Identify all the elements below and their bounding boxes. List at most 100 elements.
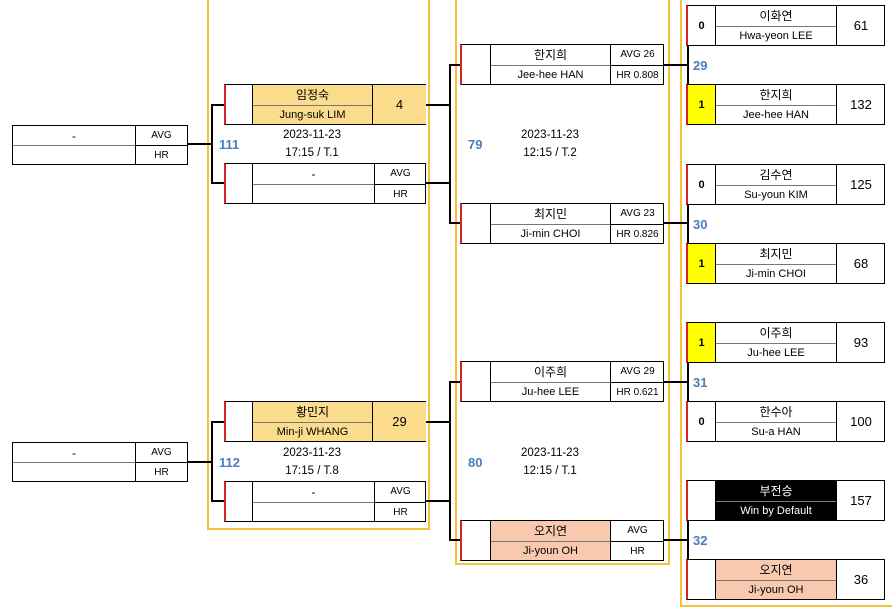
player-name-cell: 이주희 Ju-hee LEE [490,362,610,401]
player-name-ko: 한수아 [716,402,836,423]
stat-cell: AVG 29 HR 0.621 [610,362,664,401]
player-name-ko: 한지희 [491,45,610,66]
round4-player-card[interactable]: 부전승 Win by Default 157 [686,480,885,521]
connector [425,421,451,423]
stat-cell: AVG 23 HR 0.826 [610,204,664,243]
seed-number: 93 [836,323,885,362]
connector [687,184,689,264]
stat-cell: AVG HR [374,164,426,203]
player-name-ko: 한지희 [716,85,836,106]
player-name-ko: 이주희 [491,362,610,383]
result-flag: 0 [688,165,716,204]
stat-cell: AVG 26 HR 0.808 [610,45,664,84]
player-name-en: Ji-youn OH [522,545,579,558]
player-name-cell: - [13,126,135,164]
round2-bottom-player-card[interactable]: - AVG HR [224,163,426,204]
player-name-cell: - [252,164,374,203]
player-name-en [253,185,374,205]
match-number: 30 [693,217,708,232]
round4-player-card[interactable]: 0 이화연 Hwa-yeon LEE 61 [686,5,885,46]
bye-label-en: Win by Default [740,505,812,518]
round4-column-frame [680,0,892,607]
player-name-en: Hwa-yeon LEE [739,30,813,43]
player-name-ko: 최지민 [716,244,836,265]
player-name-ko: 김수연 [716,165,836,186]
match-number: 80 [468,455,483,470]
hr-label: HR [630,545,645,557]
match-info: 2023-11-23 12:15 / T.1 [500,444,600,480]
player-name-en: Ju-hee LEE [747,347,805,360]
connector [425,182,451,184]
seed-number: 132 [836,85,885,124]
player-name-ko: 오지연 [491,521,610,542]
round2-top-player-card[interactable]: 황민지 Min-ji WHANG 29 [224,401,426,442]
connector [687,500,689,580]
connector [425,104,451,106]
player-name-ko: 이주희 [716,323,836,344]
connector [211,421,213,502]
round1-player-card[interactable]: - AVG HR [12,125,188,165]
player-name-cell: 임정숙 Jung-suk LIM [252,85,372,124]
player-name-cell: 한지희 Jee-hee HAN [716,85,836,124]
round1-player-card[interactable]: - AVG HR [12,442,188,482]
player-name-en: Min-ji WHANG [276,426,349,439]
match-date: 2023-11-23 [521,447,579,459]
player-name-en: Ji-min CHOI [520,228,581,241]
player-avg: AVG 29 [611,362,664,383]
match-date: 2023-11-23 [521,129,579,141]
result-flag: 1 [688,244,716,283]
player-name-en: Jee-hee HAN [517,69,584,82]
round3-bottom-player-card[interactable]: 오지연 Ji-youn OH AVG HR [460,520,664,561]
player-name-en: Jee-hee HAN [742,109,810,122]
round4-player-card[interactable]: 오지연 Ji-youn OH 36 [686,559,885,600]
round3-bottom-player-card[interactable]: 최지민 Ji-min CHOI AVG 23 HR 0.826 [460,203,664,244]
player-name-cell: - [252,482,374,521]
match-time-table: 12:15 / T.1 [523,465,577,477]
round4-player-card[interactable]: 0 한수아 Su-a HAN 100 [686,401,885,442]
seed-number: 157 [836,481,885,520]
player-name-cell: 오지연 Ji-youn OH [716,560,836,599]
player-name-cell: 황민지 Min-ji WHANG [252,402,372,441]
player-name-en: Jung-suk LIM [279,109,346,122]
round4-player-card[interactable]: 1 한지희 Jee-hee HAN 132 [686,84,885,125]
connector [663,64,688,66]
avg-label: AVG [375,164,426,185]
round3-top-player-card[interactable]: 한지희 Jee-hee HAN AVG 26 HR 0.808 [460,44,664,85]
seed-number: 29 [372,402,426,441]
player-hr: HR 0.826 [616,228,659,240]
connector [211,104,225,106]
hr-label: HR [393,188,408,200]
player-name-en [253,503,374,523]
round4-player-card[interactable]: 1 최지민 Ji-min CHOI 68 [686,243,885,284]
result-flag [688,560,716,599]
connector [663,222,688,224]
connector [449,539,461,541]
round2-bottom-player-card[interactable]: - AVG HR [224,481,426,522]
seed-number: 68 [836,244,885,283]
player-name: - [13,126,135,146]
match-number: 112 [219,455,240,470]
match-number: 29 [693,58,708,73]
round4-player-card[interactable]: 0 김수연 Su-youn KIM 125 [686,164,885,205]
round2-column-frame [207,0,430,530]
round2-top-player-card[interactable]: 임정숙 Jung-suk LIM 4 [224,84,426,125]
player-name-cell: 한지희 Jee-hee HAN [490,45,610,84]
round4-player-card[interactable]: 1 이주희 Ju-hee LEE 93 [686,322,885,363]
player-name-cell: 이주희 Ju-hee LEE [716,323,836,362]
match-time-table: 17:15 / T.8 [285,465,339,477]
player-avg: AVG 23 [611,204,664,225]
player-name-cell: 부전승 Win by Default [716,481,836,520]
match-info: 2023-11-23 17:15 / T.8 [262,444,362,480]
player-name: - [253,164,374,185]
connector [687,342,689,422]
player-avg: AVG 26 [611,45,664,66]
connector [211,421,225,423]
stat-cell: AVG HR [135,126,187,164]
stat-cell: AVG HR [374,482,426,521]
match-time-table: 12:15 / T.2 [523,147,577,159]
round3-top-player-card[interactable]: 이주희 Ju-hee LEE AVG 29 HR 0.621 [460,361,664,402]
match-date: 2023-11-23 [283,129,341,141]
stat-cell: AVG HR [135,443,187,481]
connector [449,381,461,383]
player-name-en: Ji-min CHOI [746,268,806,281]
